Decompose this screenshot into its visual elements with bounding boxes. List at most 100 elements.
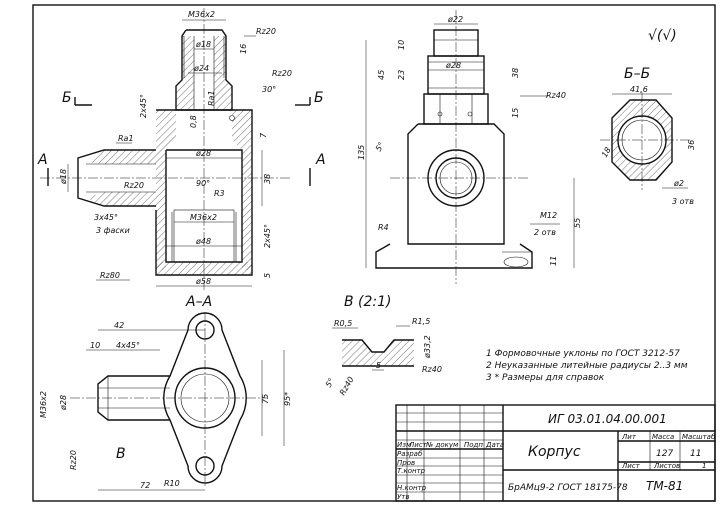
rz80: Rz80: [100, 271, 120, 280]
hdr-izm: Изм: [397, 441, 412, 449]
col-mass: Масса: [652, 433, 674, 441]
section-aa-title: А–А: [185, 294, 212, 310]
dim-41-6: 41,6: [630, 85, 648, 94]
dim-38: 38: [263, 174, 272, 184]
col-scale: Масштаб: [682, 433, 716, 441]
mass-value: 127: [656, 449, 673, 459]
sheets-count: 1: [702, 462, 706, 470]
front-view: Б Б А А М36х2 ø18 ø24 Rz20 Rz20 30° Ra1 …: [37, 8, 326, 292]
detail-v-title: В (2:1): [344, 294, 392, 310]
dim-r4: R4: [378, 223, 389, 232]
col-sheets: Листов: [653, 462, 680, 470]
rz20-aa: Rz20: [69, 450, 78, 470]
dim-side-38: 38: [511, 68, 520, 78]
dim-95: 95*: [283, 392, 292, 406]
dim-thread-bot: М36х2: [190, 213, 217, 222]
dim-15: 15: [511, 108, 520, 118]
material: БрАМц9-2 ГОСТ 18175-78: [508, 483, 628, 493]
dim-36: 36: [687, 140, 696, 150]
row-prov: Пров: [397, 459, 415, 467]
detail-rz40-right: Rz40: [422, 365, 442, 374]
hdr-sign: Подп: [464, 441, 483, 449]
dim-aa-d28: ø28: [59, 395, 68, 411]
note-2: 2 Неуказанные литейные радиусы 2..3 мм: [486, 361, 688, 371]
dim-m12: М12: [540, 211, 557, 220]
dim-d48: ø48: [195, 237, 211, 246]
row-utv: Утв: [397, 493, 409, 501]
doc-number: ИГ 03.01.04.00.001: [548, 412, 667, 426]
dim-45: 45: [377, 70, 386, 80]
dim-72: 72: [140, 481, 150, 490]
dim-16: 16: [239, 44, 248, 54]
hdr-list: Лист: [408, 441, 428, 449]
roughness-mark: √(√): [648, 28, 677, 44]
ra1-neck: Ra1: [207, 90, 216, 106]
hdr-date: Дата: [485, 441, 504, 449]
dim-135: 135: [357, 145, 366, 160]
dim-3x45: 3х45°: [94, 213, 118, 222]
detail-v: В (2:1) R0,5 R1,5 ø33,2 5 Rz40 Rz40 5°: [324, 294, 442, 397]
dim-thread-top: М36х2: [188, 10, 215, 19]
technical-notes: 1 Формовочные уклоны по ГОСТ 3212-57 2 Н…: [486, 349, 688, 383]
detail-r0-5: R0,5: [334, 319, 352, 328]
note-1: 1 Формовочные уклоны по ГОСТ 3212-57: [486, 349, 680, 359]
dim-angle90: 90°: [196, 179, 210, 188]
section-mark-a-right: А: [315, 152, 326, 168]
dim-11: 11: [549, 256, 558, 266]
dim-23: 23: [397, 70, 406, 80]
view-mark-v: В: [116, 446, 126, 462]
section-mark-b-right: Б: [314, 90, 324, 106]
dim-side-d28: ø28: [445, 61, 461, 70]
dim-3otv: 3 отв: [672, 197, 694, 206]
dim-d18-top: ø18: [195, 40, 211, 49]
dim-d24: ø24: [193, 64, 209, 73]
note-3-faski: 3 фаски: [96, 226, 130, 235]
dim-d58: ø58: [195, 277, 211, 286]
dim-55: 55: [573, 218, 582, 228]
dim-2x45-bot: 2х45°: [263, 224, 272, 248]
scale-value: 11: [690, 449, 701, 459]
rz20-right: Rz20: [272, 69, 292, 78]
col-lit: Лит: [621, 433, 637, 441]
sheet-frame: [32, 4, 716, 502]
row-nkontr: Н.контр: [397, 484, 427, 492]
hdr-doc: № докум: [425, 441, 459, 449]
ra1-left: Ra1: [118, 134, 134, 143]
dim-4x45: 4х45°: [116, 341, 140, 350]
rz40-side: Rz40: [546, 91, 566, 100]
dim-d28: ø28: [195, 149, 211, 158]
detail-5: 5: [376, 361, 381, 370]
title-block: ИГ 03.01.04.00.001 Корпус БрАМц9-2 ГОСТ …: [395, 404, 716, 502]
dim-75: 75: [261, 394, 270, 404]
section-bb-title: Б–Б: [624, 66, 650, 82]
section-aa: А–А 42 10 4х45° М36х2 ø28 75 95* Rz20 В …: [39, 294, 292, 491]
dim-aa-m36: М36х2: [39, 391, 48, 418]
dim-r10: R10: [164, 479, 180, 488]
detail-d33-2: ø33,2: [423, 335, 432, 359]
org-code: ТМ-81: [646, 479, 683, 493]
note-3: 3 * Размеры для справок: [486, 373, 605, 383]
dim-side-5deg: 5°: [374, 141, 386, 153]
dim-ch08: 0,8: [189, 115, 198, 128]
rz20-top: Rz20: [256, 27, 276, 36]
dim-7: 7: [259, 132, 268, 138]
dim-5: 5: [263, 273, 272, 278]
dim-r3: R3: [214, 189, 225, 198]
side-view: ø22 10 23 45 ø28 38 Rz40 15 5° 135 R4 М1…: [357, 10, 582, 284]
row-razrab: Разраб: [397, 450, 423, 458]
dim-bb-18: 18: [600, 146, 613, 159]
dim-42: 42: [114, 321, 124, 330]
dim-d18-left: ø18: [59, 169, 68, 185]
detail-5deg: 5°: [324, 377, 336, 389]
dim-10: 10: [397, 40, 406, 50]
dim-angle30: 30°: [262, 85, 276, 94]
section-bb: Б–Б 41,6 36 18 ø2 3 отв: [600, 66, 696, 206]
col-sheet: Лист: [621, 462, 641, 470]
rz20-left: Rz20: [124, 181, 144, 190]
dim-d22: ø22: [447, 15, 463, 24]
dim-2otv: 2 отв: [534, 228, 556, 237]
detail-rz40-left: Rz40: [338, 375, 356, 397]
dim-aa-10: 10: [90, 341, 100, 350]
row-tkontr: Т.контр: [397, 467, 426, 475]
